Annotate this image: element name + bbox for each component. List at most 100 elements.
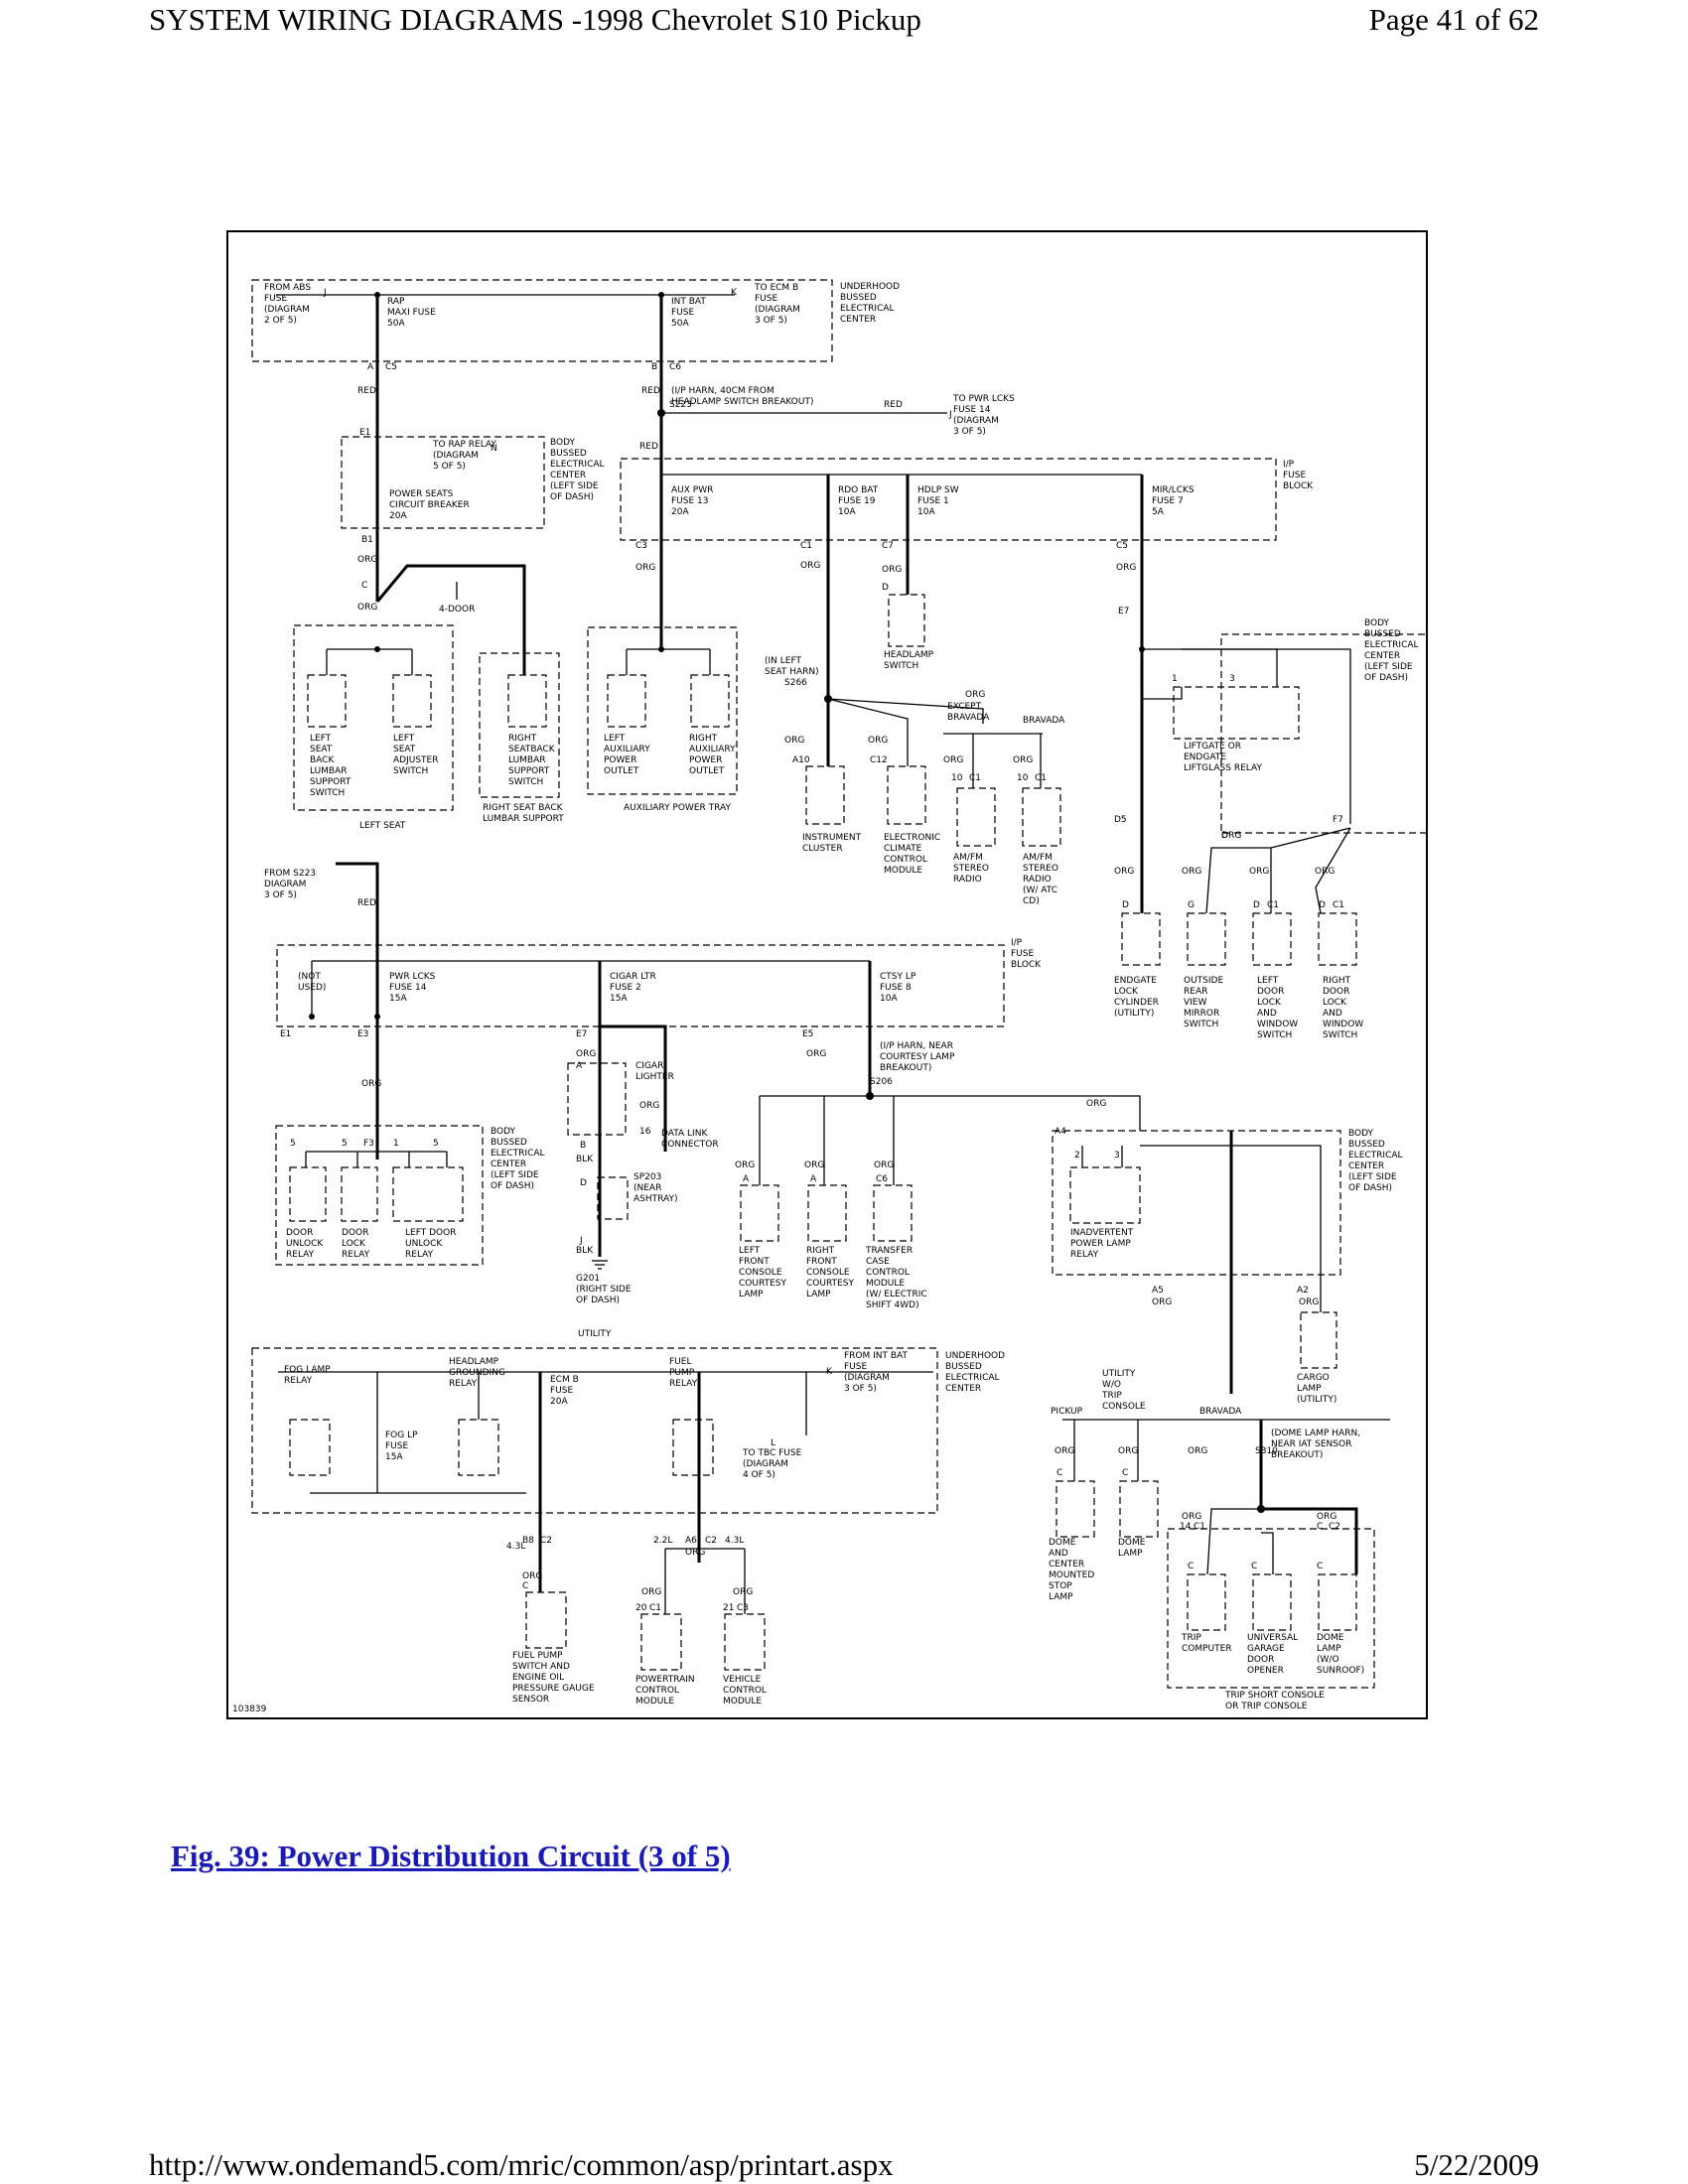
label-l22: 2.2L — [653, 1536, 672, 1546]
mark-m61: ORG — [576, 1049, 596, 1059]
mark-m63: ORG — [361, 1079, 381, 1089]
mark-m73: 5 — [433, 1139, 439, 1149]
mark-m105: 21 — [723, 1603, 734, 1613]
mark-m09: S223 — [669, 400, 692, 410]
mark-m01: J — [323, 288, 327, 298]
mark-m44: F7 — [1333, 815, 1343, 825]
mark-m40: C1 — [969, 773, 981, 783]
dashed-enclosures — [251, 279, 1426, 1689]
mark-m15: B1 — [361, 535, 373, 545]
mark-m91: ORG — [1299, 1297, 1319, 1307]
mark-m37: A10 — [792, 755, 810, 765]
underhood-bec-bottom — [251, 1347, 938, 1514]
mark-m27: D — [882, 583, 889, 593]
mark-m87: 3 — [1114, 1151, 1120, 1160]
label-aux-power-tray: AUXILIARY POWER TRAY — [624, 803, 731, 813]
mark-m52: D — [1253, 900, 1260, 910]
label-four-door: 4-DOOR — [439, 605, 475, 614]
label-bravada-2: BRAVADA — [1199, 1407, 1242, 1417]
ground-g201 — [592, 1260, 608, 1270]
mark-m47: ORG — [1249, 867, 1269, 877]
mark-m02: K — [731, 288, 738, 298]
trip-console-box — [1167, 1528, 1375, 1689]
mark-m120: C — [1251, 1562, 1257, 1571]
mark-m60: E5 — [802, 1029, 813, 1039]
footer-date: 5/22/2009 — [1414, 2147, 1539, 2182]
component-boxes — [289, 594, 1357, 1671]
mark-m64: A — [576, 1061, 583, 1071]
mark-m78: BLK — [576, 1246, 594, 1256]
mark-m43: D5 — [1114, 815, 1127, 825]
mark-m74: B — [580, 1141, 586, 1151]
mark-m28: E7 — [1118, 607, 1129, 616]
mark-m50: D — [1122, 900, 1129, 910]
mark-m117: C — [1317, 1522, 1323, 1532]
mark-m06: C6 — [669, 362, 681, 372]
mark-m30: ORG — [965, 690, 985, 700]
mark-m54: D — [1319, 900, 1326, 910]
mark-m33: ORG — [784, 736, 804, 746]
mark-m57: E1 — [280, 1029, 291, 1039]
mark-m53: C1 — [1267, 900, 1279, 910]
mark-m31: 1 — [1172, 674, 1178, 684]
mark-m16: C3 — [635, 541, 647, 551]
mark-m100: C — [522, 1581, 528, 1591]
mark-m13: N — [491, 444, 497, 454]
mark-m58: E3 — [357, 1029, 368, 1039]
mark-m101: ORG — [641, 1587, 661, 1597]
bbec-4 — [1052, 1130, 1341, 1276]
page-header-title: SYSTEM WIRING DIAGRAMS -1998 Chevrolet S… — [149, 2, 921, 37]
mark-m56: RED — [357, 898, 376, 908]
mark-m76: D — [580, 1178, 587, 1188]
mark-m84: C6 — [876, 1174, 888, 1184]
mark-m122: D — [1221, 831, 1228, 841]
mark-m71: 5 — [342, 1139, 348, 1149]
mark-m95: C2 — [540, 1536, 552, 1546]
mark-m119: C — [1188, 1562, 1194, 1571]
mark-m23: ORG — [882, 565, 902, 575]
mark-m75: BLK — [576, 1155, 594, 1164]
mark-m35: ORG — [943, 755, 963, 765]
mark-m59: E7 — [576, 1029, 587, 1039]
mark-m38: C12 — [870, 755, 888, 765]
mark-m07: RED — [357, 386, 376, 396]
mark-m25: C — [361, 581, 367, 591]
mark-m36: ORG — [1013, 755, 1033, 765]
mark-m98: ORG — [685, 1548, 705, 1558]
mark-m116: C1 — [1194, 1522, 1205, 1532]
figure-caption-link[interactable]: Fig. 39: Power Distribution Circuit (3 o… — [171, 1839, 731, 1873]
mark-m111: ORG — [1188, 1446, 1207, 1456]
